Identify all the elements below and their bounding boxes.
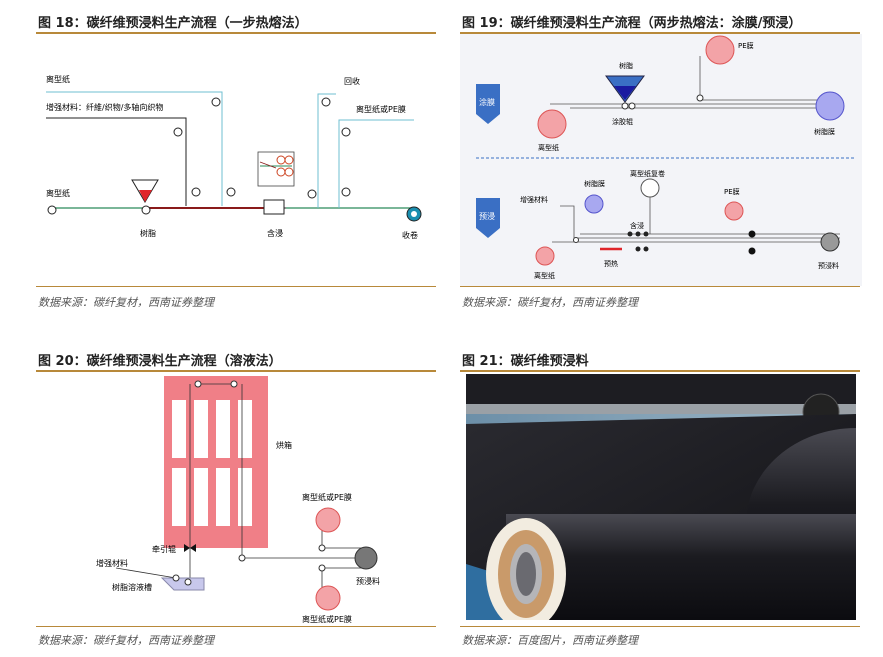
fig19-resin-film-roll-mid bbox=[584, 194, 604, 214]
fig19-diagram: 涂膜 树脂 PE膜 涂胶辊 树脂膜 离型纸 预浸 增强材料 树脂膜 离型纸复卷 … bbox=[460, 34, 862, 286]
fig18-roller bbox=[173, 127, 183, 137]
fig18-label-recycle: 回收 bbox=[344, 76, 360, 86]
fig20-prepreg-roll bbox=[354, 546, 378, 570]
fig18-label-release-paper-top: 离型纸 bbox=[46, 74, 70, 84]
fig19-label-preheat: 预热 bbox=[604, 259, 618, 268]
fig20-diagram: 烘箱 牵引辊 增强材料 树脂溶液槽 离型纸或PE膜 预浸料 离型纸或PE膜 bbox=[96, 376, 380, 624]
fig19-top-rule bbox=[460, 32, 860, 34]
fig19-label-pe-top: PE膜 bbox=[738, 41, 754, 50]
fig19-label-coating-roller: 涂胶辊 bbox=[612, 117, 633, 126]
fig19-release-rewind-roll bbox=[640, 178, 660, 198]
fig18-roller bbox=[307, 189, 317, 199]
fig18-roller bbox=[226, 187, 236, 197]
fig19-prepreg-roll bbox=[820, 232, 840, 252]
fig20-pull-roller bbox=[184, 544, 190, 552]
fig19-resin-film-roll bbox=[815, 91, 845, 121]
fig18-roller bbox=[341, 187, 351, 197]
fig20-label-prepreg: 预浸料 bbox=[356, 576, 380, 586]
fig20-bottom-rule bbox=[36, 626, 436, 627]
fig19-label-resin-top: 树脂 bbox=[619, 61, 633, 70]
fig18-title: 图 18：碳纤维预浸料生产流程（一步热熔法） bbox=[38, 16, 308, 31]
fig18-roller bbox=[321, 97, 331, 107]
fig19-label-impregnate: 含浸 bbox=[630, 221, 644, 230]
fig19-pe-roll-top bbox=[705, 35, 735, 65]
fig18-roller bbox=[191, 187, 201, 197]
fig19-label-prepreg: 预浸料 bbox=[818, 261, 839, 270]
fig20-label-reinforcement: 增强材料 bbox=[96, 558, 128, 568]
fig18-label-release-paper-left: 离型纸 bbox=[46, 188, 70, 198]
fig18-roller-left bbox=[47, 205, 57, 215]
fig19-label-release-paper-top: 离型纸 bbox=[538, 143, 559, 152]
fig19-label-release-rewind: 离型纸复卷 bbox=[630, 169, 665, 178]
fig19-label-resin-mid: 树脂膜 bbox=[584, 179, 605, 188]
fig20-label-release-pe-top: 离型纸或PE膜 bbox=[302, 492, 352, 502]
fig20-top-rule bbox=[36, 370, 436, 372]
fig19-bottom-rule bbox=[460, 286, 860, 287]
fig18-roller bbox=[341, 127, 351, 137]
fig19-prepreg-tag: 预浸 bbox=[476, 198, 500, 238]
fig19-label-resin-film: 树脂膜 bbox=[814, 127, 835, 136]
fig21-title: 图 21：碳纤维预浸料 bbox=[462, 354, 589, 369]
fig20-label-pull-roller: 牵引辊 bbox=[152, 544, 176, 554]
fig21-photo bbox=[466, 374, 856, 620]
fig20-release-roll-bottom bbox=[315, 585, 341, 611]
fig18-impregnation-box bbox=[263, 199, 285, 215]
fig19-label-reinforcement: 增强材料 bbox=[520, 195, 548, 204]
fig21-source: 数据来源：百度图片，西南证券整理 bbox=[462, 634, 638, 647]
fig20-resin-tank bbox=[160, 577, 205, 591]
fig20-label-release-pe-bottom: 离型纸或PE膜 bbox=[302, 614, 352, 624]
fig21-bottom-rule bbox=[460, 626, 860, 627]
fig20-label-resin-tank: 树脂溶液槽 bbox=[112, 582, 152, 592]
fig19-release-paper-roll bbox=[537, 109, 567, 139]
fig18-bottom-rule bbox=[36, 286, 436, 287]
fig18-roller-resin bbox=[141, 205, 151, 215]
fig18-diagram: 离型纸 增强材料：纤維/织物/多轴向织物 离型纸 树脂 含浸 回收 离型纸或PE… bbox=[46, 74, 422, 240]
fig19-coating-tag: 涂膜 bbox=[476, 84, 500, 124]
fig20-release-roll-top bbox=[315, 507, 341, 533]
fig18-roller bbox=[211, 97, 221, 107]
fig18-label-impregnate: 含浸 bbox=[267, 228, 283, 238]
fig18-label-resin: 树脂 bbox=[140, 228, 156, 238]
fig18-label-winding: 收卷 bbox=[402, 230, 418, 240]
fig20-label-oven: 烘箱 bbox=[276, 440, 292, 450]
fig19-label-release-paper-bottom: 离型纸 bbox=[534, 271, 555, 280]
fig18-label-release-pe: 离型纸或PE膜 bbox=[356, 104, 406, 114]
fig19-title: 图 19：碳纤维预浸料生产流程（两步热熔法：涂膜/预浸） bbox=[462, 16, 802, 31]
svg-text:涂膜: 涂膜 bbox=[479, 97, 495, 107]
fig20-title: 图 20：碳纤维预浸料生产流程（溶液法） bbox=[38, 354, 282, 369]
fig19-pe-roll-mid bbox=[724, 201, 744, 221]
fig18-top-rule bbox=[36, 32, 436, 34]
fig18-label-reinforcement: 增强材料：纤維/织物/多轴向织物 bbox=[46, 102, 163, 112]
fig19-label-pe-mid: PE膜 bbox=[724, 187, 740, 196]
fig19-source: 数据来源：碳纤复材，西南证券整理 bbox=[462, 296, 638, 309]
fig18-source: 数据来源：碳纤复材，西南证券整理 bbox=[38, 296, 214, 309]
svg-text:预浸: 预浸 bbox=[479, 211, 495, 221]
fig21-top-rule bbox=[460, 370, 860, 372]
fig18-heater-inset bbox=[257, 151, 295, 187]
fig20-source: 数据来源：碳纤复材，西南证券整理 bbox=[38, 634, 214, 647]
fig19-release-roll-bottom bbox=[535, 246, 555, 266]
